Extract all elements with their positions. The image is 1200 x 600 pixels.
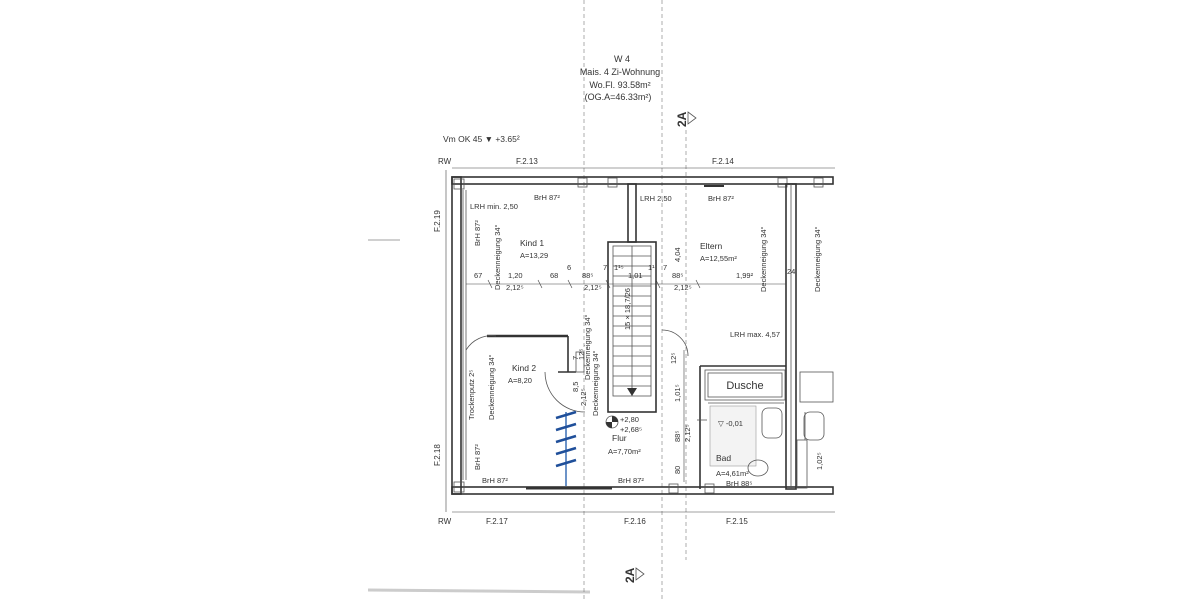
grid-label-f217: F.2.17 [486, 517, 508, 526]
dim-67: 67 [474, 271, 482, 280]
dim-2125-c: 2,12⁵ [674, 283, 692, 292]
dim-101: 1,01 [628, 271, 643, 280]
stair-steps: 15 × 18,7/26 [623, 288, 632, 330]
wardrobe-hatch [555, 410, 577, 486]
dim-6: 6 [567, 263, 571, 272]
brh-bottom-left: BrH 87² [482, 476, 508, 485]
dim-120: 1,20 [508, 271, 523, 280]
level-280: +2,80 [620, 415, 639, 424]
section-mark-top: 2A [675, 111, 689, 127]
unit-number: W 4 [614, 54, 630, 64]
roof-slope-eltern: Deckenneigung 34° [759, 226, 768, 292]
exterior-walls [451, 176, 834, 495]
staircase [607, 241, 657, 413]
room-kind1-area: A=13,29 [520, 251, 548, 260]
room-dusche: Dusche [726, 380, 763, 392]
room-eltern-area: A=12,55m² [700, 254, 737, 263]
dim-885-left: 88⁵ [582, 271, 593, 280]
grid-label-f218: F.2.18 [433, 444, 442, 466]
section-arrow-top [687, 111, 697, 125]
lrh-max-label: LRH max. 4,57 [730, 330, 780, 339]
roof-slope-kind2: Deckenneigung 34° [487, 354, 496, 420]
dim-885-vertical: 88⁵ [673, 431, 682, 442]
dim-1015: 1,01⁵ [673, 384, 682, 402]
grid-label-f216: F.2.16 [624, 517, 646, 526]
lrh-min-label: LRH min. 2,50 [470, 202, 518, 211]
dim-2125-a: 2,12⁵ [506, 283, 524, 292]
section-mark-bottom: 2A [623, 567, 637, 583]
grid-label-f215: F.2.15 [726, 517, 748, 526]
roof-slope-kind1: Deckenneigung 34° [493, 224, 502, 290]
grid-label-rw-bottom: RW [438, 517, 452, 526]
section-arrow-bottom [635, 567, 645, 581]
room-kind2-name: Kind 2 [512, 363, 536, 373]
dim-68: 68 [550, 271, 558, 280]
room-kind2-area: A=8,20 [508, 376, 532, 385]
interior-walls [487, 183, 797, 490]
room-flur-name: Flur [612, 433, 627, 443]
brh-bottom-mid: BrH 87² [618, 476, 644, 485]
dim-11: 1¹ [648, 263, 655, 272]
dim-115: 1¹⁵ [614, 263, 624, 272]
sheet-fold-shadow [367, 588, 591, 594]
level-bad: ▽ -0,01 [718, 419, 743, 428]
upper-floor-area: (OG.A=46.33m²) [585, 92, 652, 102]
brh-left-upper: BrH 87² [473, 220, 482, 246]
level-note: Vm OK 45 ▼ +3.65² [443, 134, 520, 144]
dim-85: 8,5 [571, 382, 580, 392]
dim-125-stair: 12⁵ [577, 349, 586, 360]
room-kind1-name: Kind 1 [520, 238, 544, 248]
dim-2125-vertical: 2,12⁵ [683, 424, 692, 442]
room-eltern-name: Eltern [700, 241, 722, 251]
room-bad-name: Bad [716, 453, 731, 463]
dim-1025: 1,02⁵ [815, 452, 824, 470]
grid-label-f219: F.2.19 [433, 210, 442, 232]
brh-left-lower: BrH 87² [473, 444, 482, 470]
room-bad-area: A=4,61m² [716, 469, 749, 478]
brh-top-left: BrH 87² [534, 193, 560, 202]
door-swings [465, 329, 689, 413]
roof-slope-right: Deckenneigung 34° [813, 226, 822, 292]
dim-7-right: 7 [663, 263, 667, 272]
lrh-250-label: LRH 2,50 [640, 194, 672, 203]
dimension-ticks [487, 279, 701, 289]
dim-1992: 1,99² [736, 271, 754, 280]
trockenputz-label: Trockenputz 2⁵ [467, 370, 476, 420]
dim-885-right: 88⁵ [672, 271, 683, 280]
grid-label-rw-top: RW [438, 157, 452, 166]
dim-80: 80 [673, 466, 682, 474]
dim-125-right: 12⁵ [669, 353, 678, 364]
grid-label-f214: F.2.14 [712, 157, 734, 166]
brh-bad: BrH 88⁵ [726, 479, 752, 488]
dim-404: 4,04 [673, 247, 682, 262]
dim-7-left: 7 [603, 263, 607, 272]
grid-label-f213: F.2.13 [516, 157, 538, 166]
level-268: +2,68⁵ [620, 425, 642, 434]
room-flur-area: A=7,70m² [608, 447, 641, 456]
dim-2125-stair: 2,12⁵ [579, 388, 588, 406]
brh-top-right: BrH 87² [708, 194, 734, 203]
level-symbol [605, 415, 619, 429]
plan-sheet [368, 0, 833, 600]
unit-area: Wo.Fl. 93.58m² [589, 80, 650, 90]
bathroom-fixtures [704, 369, 834, 489]
unit-type: Mais. 4 Zi-Wohnung [580, 67, 660, 77]
roof-slope-stair: Deckenneigung 34° [583, 314, 592, 380]
roof-slope-flur: Deckenneigung 34° [591, 350, 600, 416]
dim-24: 24 [787, 267, 795, 276]
dim-7-stair: 7 [571, 356, 580, 360]
dim-2125-b: 2,12⁵ [584, 283, 602, 292]
